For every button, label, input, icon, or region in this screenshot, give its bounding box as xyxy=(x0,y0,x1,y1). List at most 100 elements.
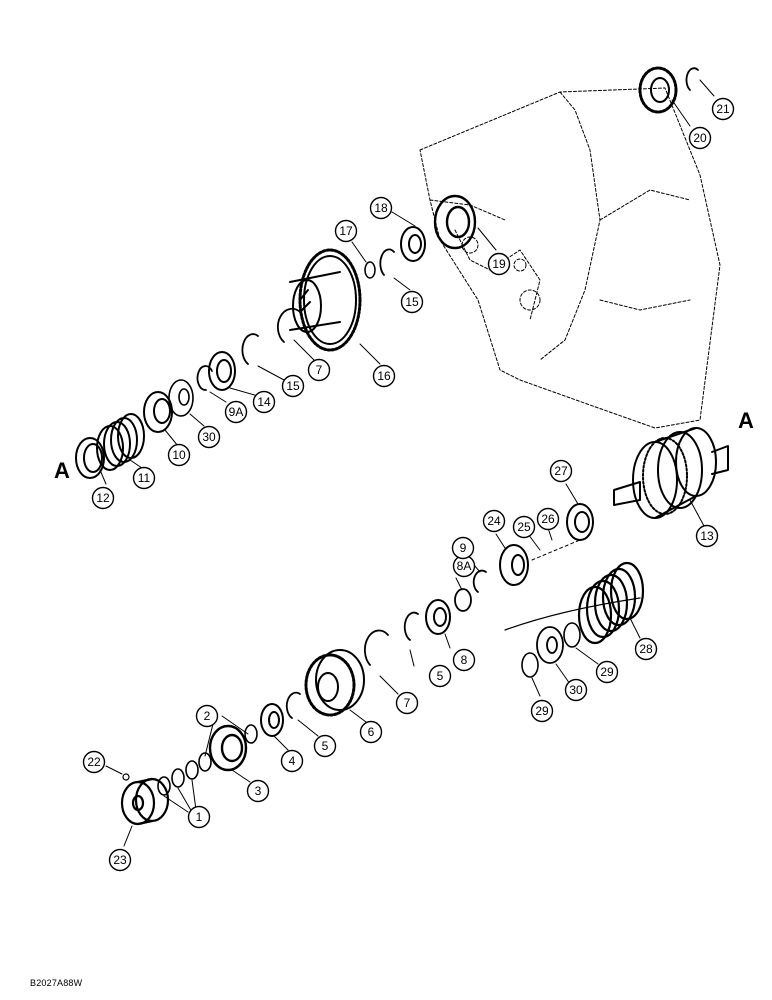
part-12 xyxy=(75,437,105,479)
part-1-ring-b xyxy=(171,768,185,788)
callout-20: 20 xyxy=(688,126,712,150)
divider-line xyxy=(504,597,641,631)
callout-4: 4 xyxy=(280,749,304,773)
callout-label: 23 xyxy=(113,853,127,867)
part-7-ring xyxy=(276,307,301,343)
callout-label: 13 xyxy=(700,529,714,543)
callout-3: 3 xyxy=(246,779,270,803)
part-22-ball xyxy=(122,773,130,781)
callout-circle xyxy=(252,390,276,414)
callout-circle xyxy=(482,509,506,533)
callout-27: 27 xyxy=(549,459,573,483)
callout-22: 22 xyxy=(82,750,106,774)
part-5-ring xyxy=(403,611,419,641)
callout-label: 14 xyxy=(257,395,271,409)
callout-circle xyxy=(564,678,588,702)
part-1-ring-a xyxy=(185,760,199,780)
callout-label: 28 xyxy=(639,642,653,656)
callout-7: 7 xyxy=(307,358,331,382)
callout-label: 11 xyxy=(138,471,151,485)
callout-label: 8A xyxy=(457,559,472,573)
part-8A-ring xyxy=(454,588,472,612)
leader-lines xyxy=(99,79,715,847)
callout-label: 6 xyxy=(368,725,375,739)
part-13-clutch-pack xyxy=(613,427,729,519)
part-24-washer xyxy=(499,544,529,586)
part-1-ring-c xyxy=(157,776,171,796)
callout-7: 7 xyxy=(395,691,419,715)
callout-11: 11 xyxy=(132,466,156,490)
callout-15: 15 xyxy=(400,290,424,314)
callout-circle xyxy=(187,805,211,829)
callout-circle xyxy=(395,691,419,715)
part-30-washer xyxy=(168,379,194,417)
callout-circle xyxy=(711,97,735,121)
callout-label: 15 xyxy=(405,295,419,309)
callout-label: 20 xyxy=(693,131,707,145)
part-2-ring-right xyxy=(244,724,258,744)
callout-14: 14 xyxy=(252,390,276,414)
callout-label: 29 xyxy=(600,665,614,679)
part-30-washer-lower xyxy=(536,626,564,664)
callout-label: 26 xyxy=(541,512,555,526)
part-29-ring-left xyxy=(521,652,539,678)
part-10-bearing xyxy=(143,391,173,433)
callout-circle xyxy=(451,536,475,560)
callout-6: 6 xyxy=(359,720,383,744)
part-23-washer xyxy=(120,777,170,826)
callout-label: 8 xyxy=(461,653,468,667)
callout-30: 30 xyxy=(197,425,221,449)
callout-29: 29 xyxy=(530,699,554,723)
part-28-spring xyxy=(577,561,645,645)
part-7-ring-lower xyxy=(364,629,389,666)
part-15-ring xyxy=(241,333,259,365)
callout-label: 5 xyxy=(322,739,329,753)
callout-circle xyxy=(132,466,156,490)
part-27-bearing xyxy=(566,503,594,541)
callout-label: 30 xyxy=(569,683,583,697)
callout-25: 25 xyxy=(512,515,536,539)
section-marker-left: A xyxy=(54,458,70,483)
callout-23: 23 xyxy=(108,848,132,872)
part-14-bearing xyxy=(208,351,236,391)
callout-21: 21 xyxy=(711,97,735,121)
callout-circle xyxy=(195,704,219,728)
callout-circle xyxy=(688,126,712,150)
callout-circle xyxy=(428,664,452,688)
part-2-ring-left xyxy=(198,752,212,772)
callout-9A: 9A xyxy=(224,400,248,424)
callout-label: 1 xyxy=(196,810,203,824)
part-29-ring-right xyxy=(563,622,581,648)
callout-circle xyxy=(224,400,248,424)
callout-label: 5 xyxy=(437,669,444,683)
callout-circle xyxy=(372,364,396,388)
callout-circle xyxy=(246,779,270,803)
callout-circle xyxy=(82,750,106,774)
callout-15: 15 xyxy=(281,374,305,398)
callout-26: 26 xyxy=(536,507,560,531)
callout-label: 3 xyxy=(255,784,262,798)
callout-group: 12345567788A99A1011121314151516171819202… xyxy=(82,97,735,872)
callout-circle xyxy=(595,660,619,684)
callout-circle xyxy=(369,196,393,220)
part-19-bearing xyxy=(433,194,477,250)
callout-circle xyxy=(108,848,132,872)
callout-19: 19 xyxy=(487,252,511,276)
callout-circle xyxy=(452,648,476,672)
callout-circle xyxy=(536,507,560,531)
callout-18: 18 xyxy=(369,196,393,220)
part-20-gear xyxy=(638,66,678,114)
callout-circle xyxy=(197,425,221,449)
callout-circle xyxy=(400,290,424,314)
callout-circle xyxy=(549,459,573,483)
callout-label: 4 xyxy=(289,754,296,768)
callout-label: 10 xyxy=(172,448,186,462)
callout-label: 24 xyxy=(487,514,501,528)
callout-label: 2 xyxy=(204,709,211,723)
callout-5: 5 xyxy=(428,664,452,688)
callout-circle xyxy=(487,252,511,276)
part-3-bearing xyxy=(208,724,248,772)
callout-circle xyxy=(281,374,305,398)
callout-circle xyxy=(307,358,331,382)
